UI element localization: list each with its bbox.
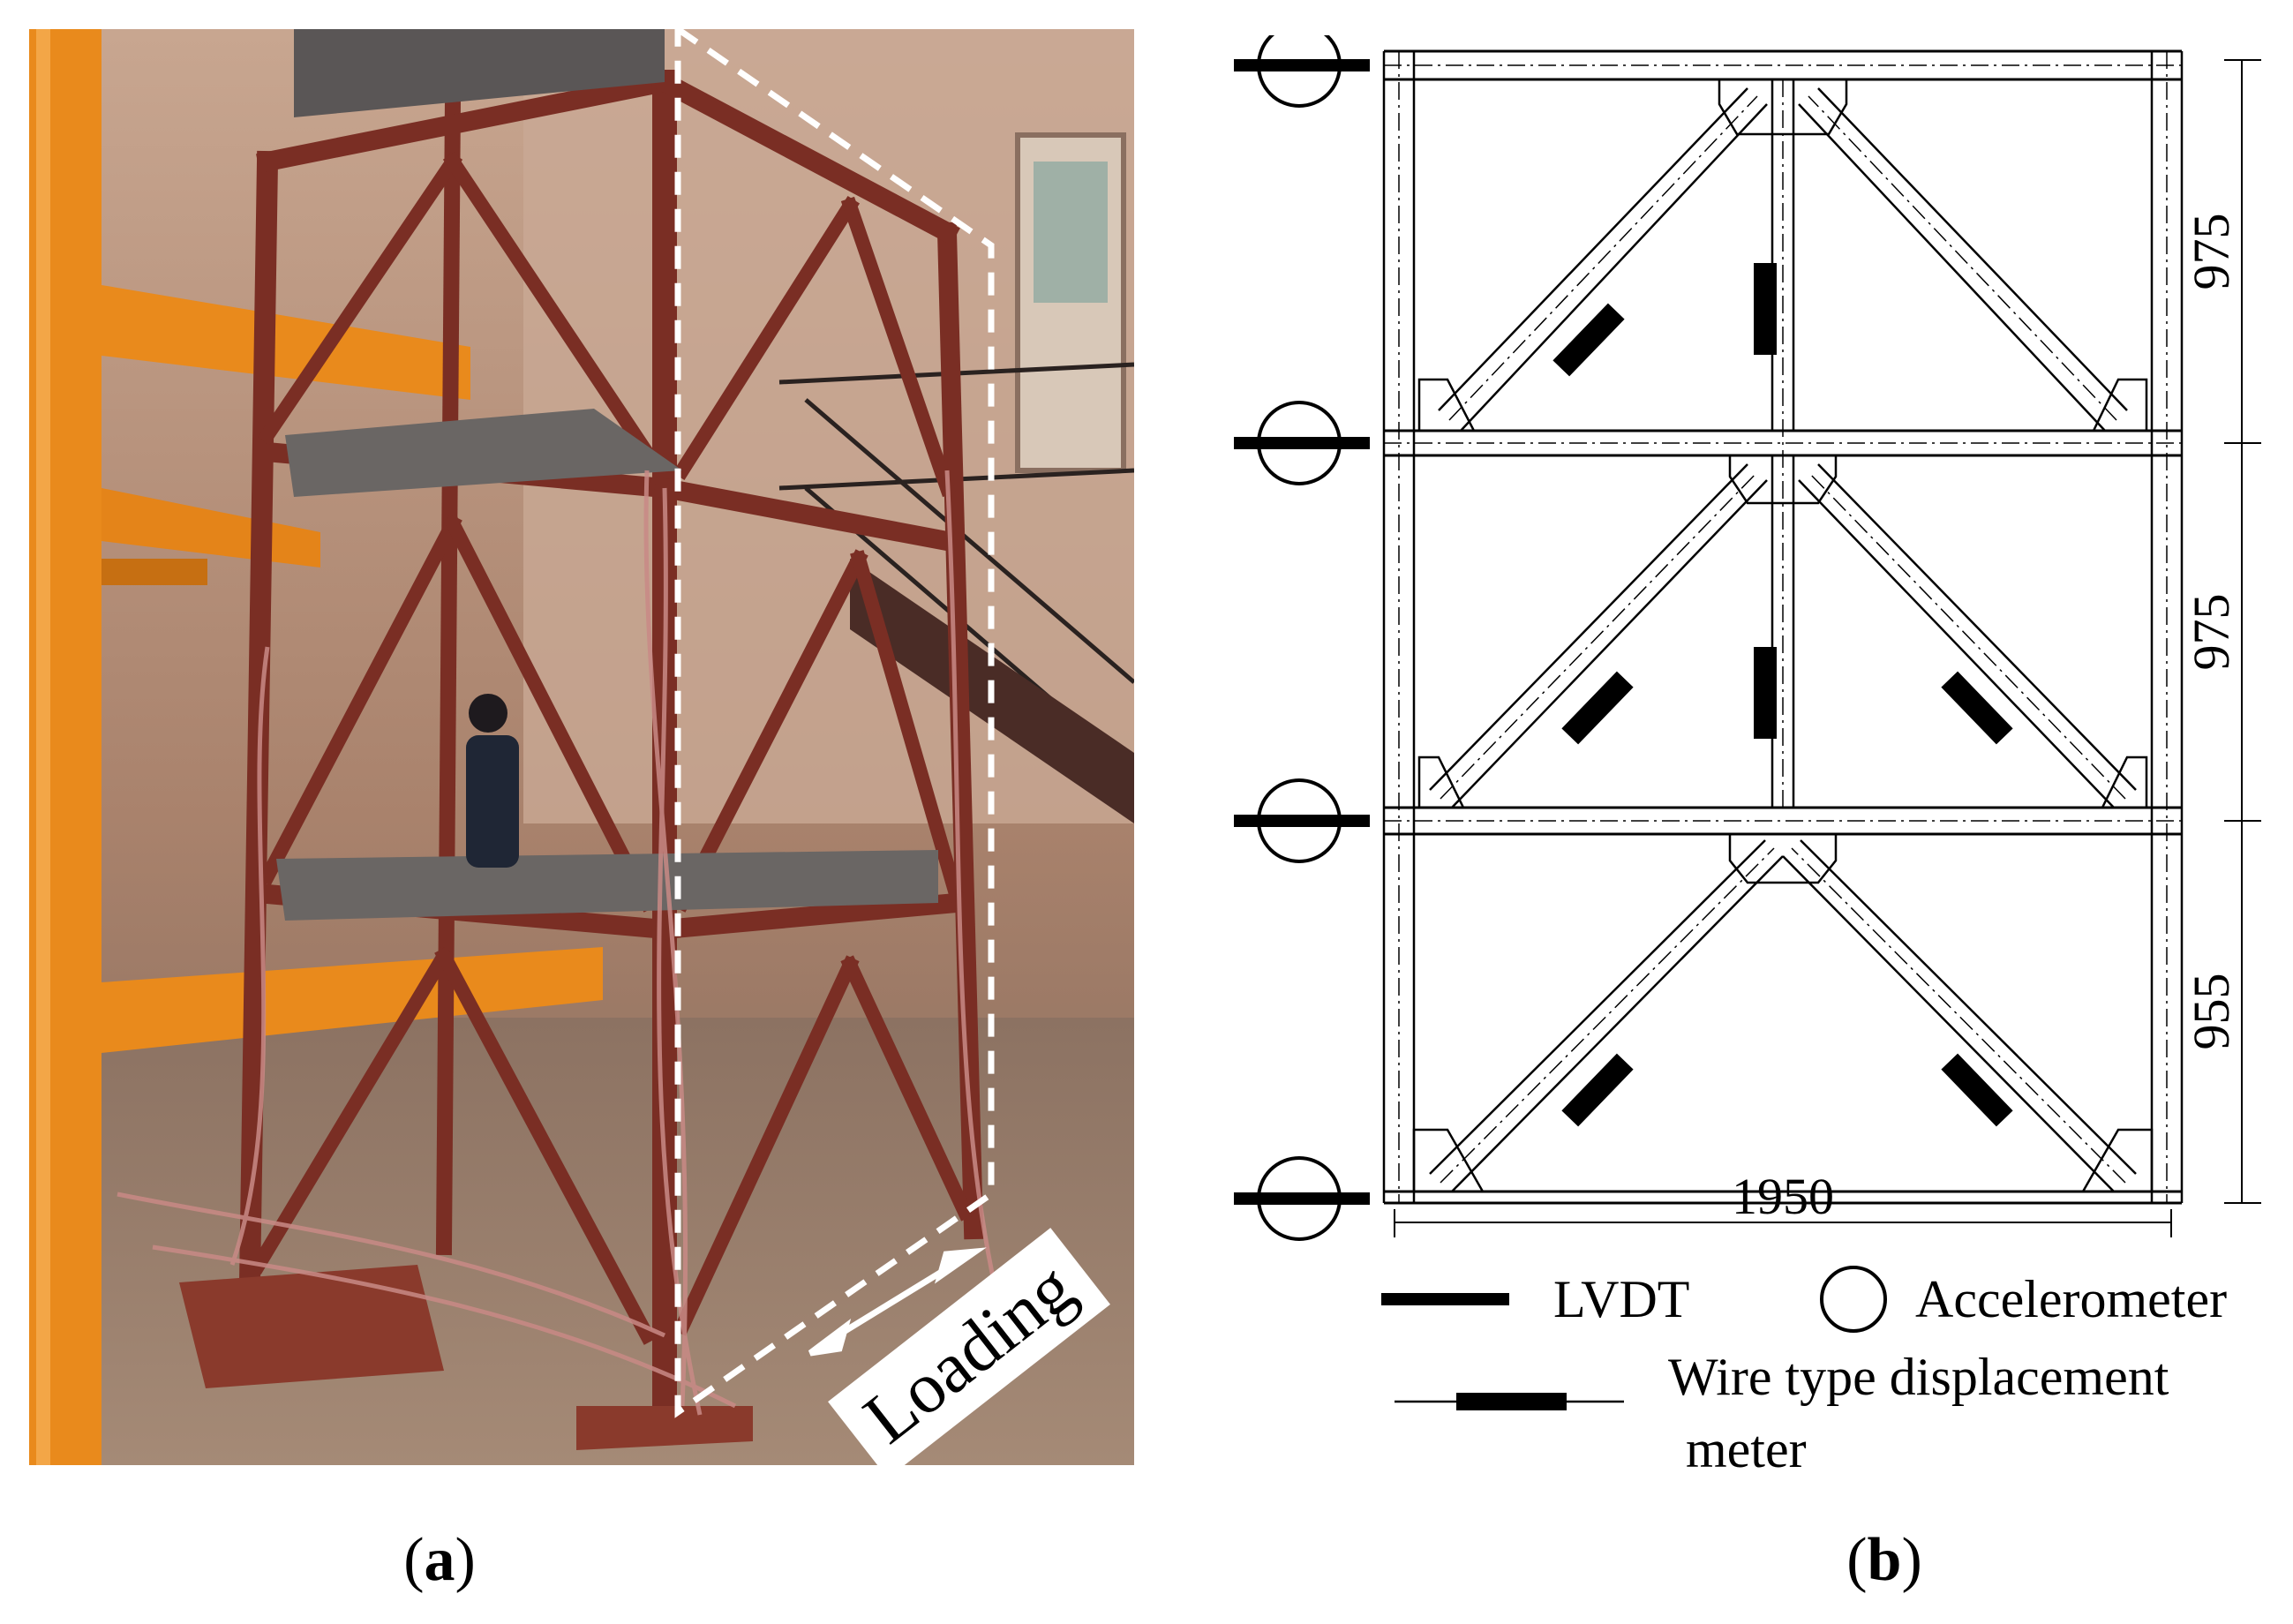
test-photo-panel: Loading bbox=[29, 26, 1136, 1478]
dimension-width: 1950 bbox=[1732, 1168, 1834, 1225]
caption-b-letter: b bbox=[1867, 1526, 1902, 1594]
test-specimen-photo bbox=[29, 26, 1136, 1465]
caption-b: (b) bbox=[1846, 1526, 1922, 1594]
caption-a-letter: a bbox=[424, 1526, 455, 1594]
right-column bbox=[2150, 51, 2184, 1203]
wire-displacement-meter-icon bbox=[1552, 303, 1625, 377]
door-glass bbox=[1034, 162, 1108, 303]
orange-bracket bbox=[101, 285, 470, 400]
dimension-story-2: 975 bbox=[2183, 594, 2240, 671]
sensor-symbols bbox=[1234, 23, 1370, 1241]
sensor-wiring bbox=[117, 470, 1003, 1416]
dimension-story-1: 955 bbox=[2183, 974, 2240, 1050]
legend: LVDT Accelerometer Wire type displacemen… bbox=[1381, 1266, 2227, 1478]
wire-displacement-meter-icon bbox=[1395, 1393, 1624, 1410]
dimension-story-3: 975 bbox=[2183, 214, 2240, 290]
wire-displacement-meter-icon bbox=[1941, 671, 2013, 745]
second-floor-sensor bbox=[1234, 778, 1370, 863]
wire-displacement-meter-icon bbox=[1561, 671, 1634, 745]
double-arrow-icon bbox=[808, 1247, 987, 1357]
loading-direction-outline bbox=[674, 26, 995, 1418]
base-beam bbox=[1384, 1190, 2182, 1205]
third-floor-sensor bbox=[1234, 401, 1370, 485]
roof-sensor bbox=[1234, 23, 1370, 108]
person bbox=[466, 735, 519, 868]
person bbox=[469, 694, 507, 733]
roof-beam bbox=[1384, 49, 2182, 81]
brace-story-2 bbox=[1429, 463, 2137, 808]
brace-story-1 bbox=[1429, 839, 2137, 1192]
gusset-plate bbox=[1412, 78, 2154, 1193]
height-dimension bbox=[2224, 59, 2261, 1204]
legend-accelerometer-label: Accelerometer bbox=[1915, 1270, 2227, 1328]
wire-displacement-meter-icon bbox=[1754, 263, 1777, 355]
second-floor-beam bbox=[1384, 806, 2182, 836]
floor-slab bbox=[276, 850, 938, 921]
wire-displacement-meter-icon bbox=[1754, 647, 1777, 739]
base-plate bbox=[179, 1265, 444, 1388]
left-column bbox=[1382, 51, 1416, 1203]
wire-displacement-meter-icon bbox=[1561, 1053, 1634, 1127]
floor-slab bbox=[294, 29, 665, 117]
elevation-svg: 975 975 955 1950 LVDT Accelerometer bbox=[1234, 23, 2261, 1478]
orange-bracket bbox=[101, 947, 603, 1053]
legend-wire-meter-label-line2: meter bbox=[1686, 1420, 1807, 1478]
orange-bracket bbox=[101, 559, 207, 585]
wire-displacement-meters bbox=[1552, 263, 2013, 1127]
frame-elevation-drawing: 975 975 955 1950 LVDT Accelerometer bbox=[1218, 23, 2293, 1492]
caption-a: (a) bbox=[403, 1526, 476, 1594]
center-post bbox=[1770, 79, 1795, 808]
floor-slab bbox=[285, 409, 682, 497]
accelerometer-symbol-icon bbox=[1820, 1266, 1887, 1333]
width-dimension bbox=[1394, 1209, 2172, 1237]
brace-story-3 bbox=[1438, 87, 2128, 432]
base-plate bbox=[576, 1406, 753, 1450]
legend-wire-meter-label-line1: Wire type displacement bbox=[1668, 1348, 2169, 1406]
wire-displacement-meter-icon bbox=[1941, 1053, 2013, 1127]
base-sensor bbox=[1234, 1156, 1370, 1241]
legend-lvdt-label: LVDT bbox=[1553, 1270, 1689, 1328]
